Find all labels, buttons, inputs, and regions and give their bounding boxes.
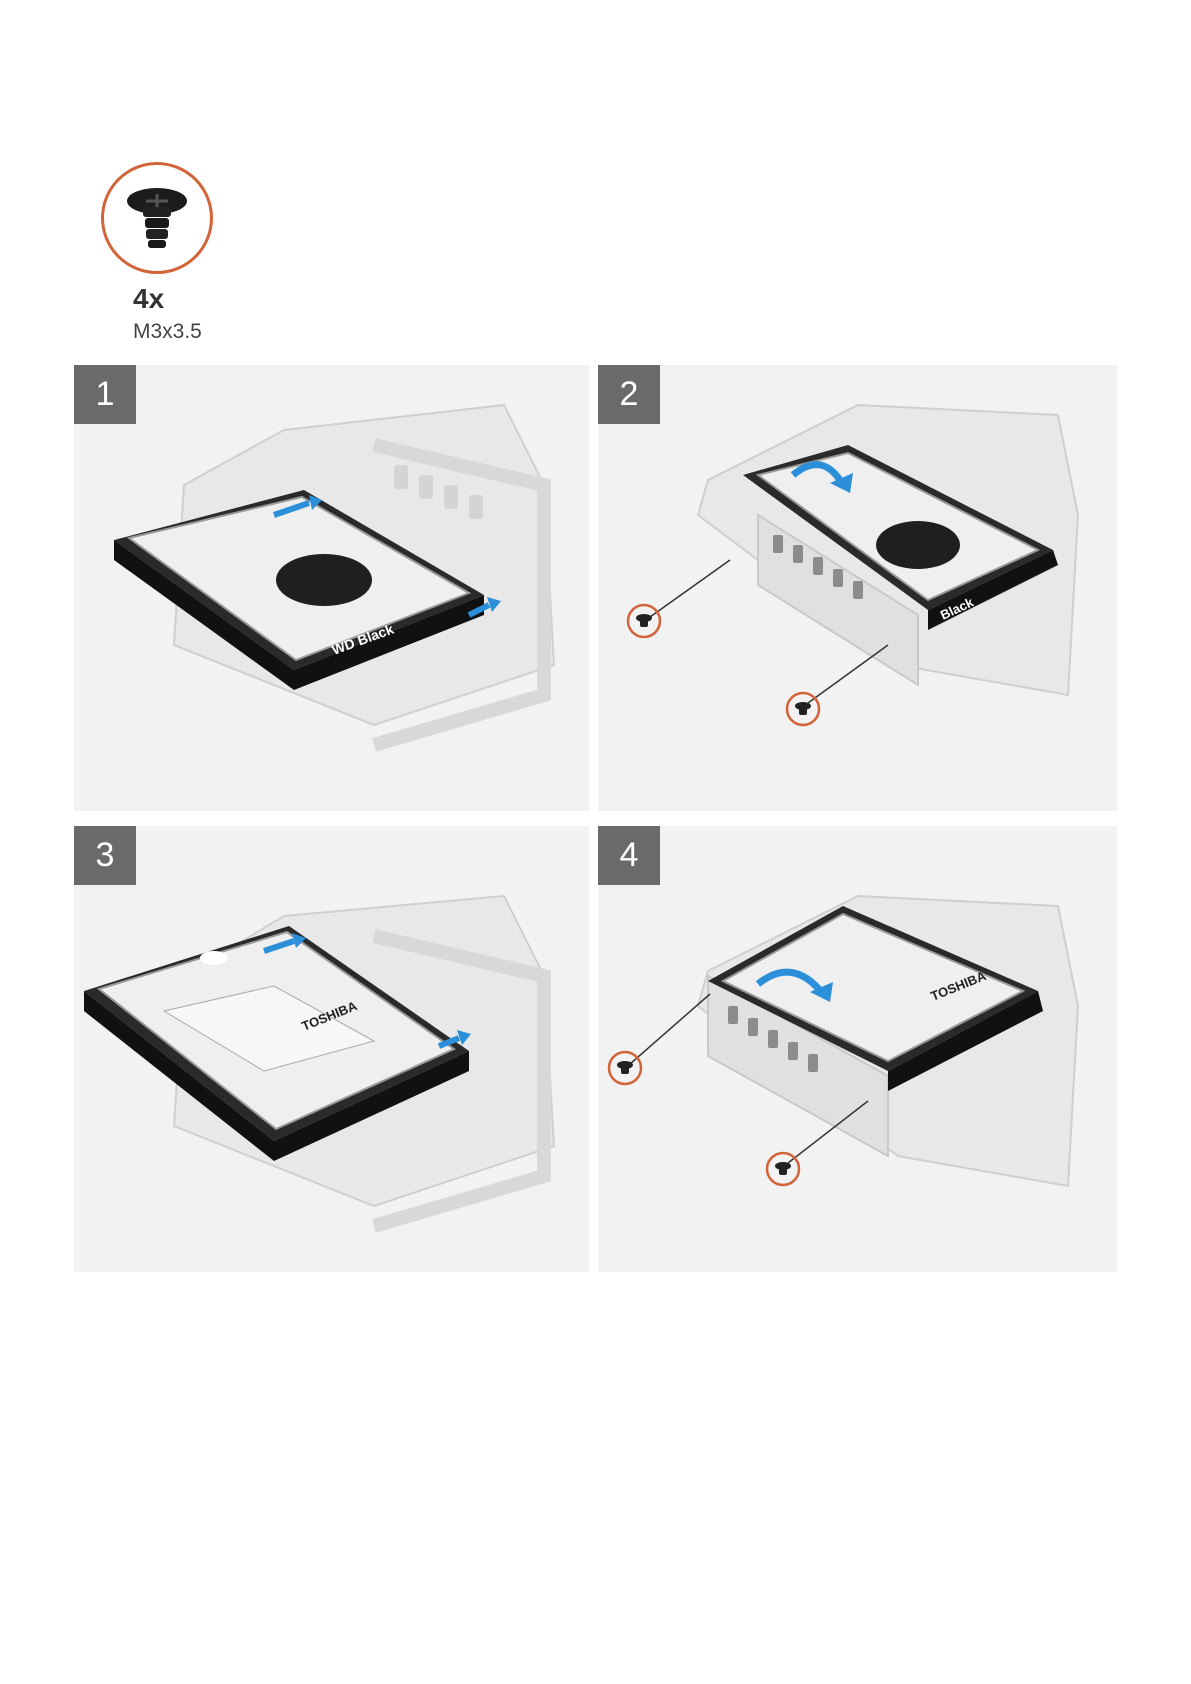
screw-icon — [767, 1153, 799, 1185]
step-number: 4 — [598, 826, 660, 885]
screw-quantity: 4x — [133, 283, 164, 315]
screw-icon — [609, 1052, 641, 1084]
screw-size: M3x3.5 — [133, 320, 202, 344]
drive-into-bracket-illustration: WD Black — [74, 365, 589, 811]
secure-second-drive-screws-illustration: TOSHIBA — [598, 826, 1117, 1272]
step-number: 3 — [74, 826, 136, 885]
second-drive-into-bracket-illustration: TOSHIBA — [74, 826, 589, 1272]
step-number: 1 — [74, 365, 136, 424]
secure-drive-screws-illustration: Black — [598, 365, 1117, 811]
screw-icon — [787, 693, 819, 725]
step-3-panel: TOSHIBA 3 — [74, 826, 589, 1272]
screw-icon — [101, 162, 213, 274]
step-number: 2 — [598, 365, 660, 424]
step-1-panel: WD Black 1 — [74, 365, 589, 811]
step-4-panel: TOSHIBA 4 — [598, 826, 1117, 1272]
step-2-panel: Black 2 — [598, 365, 1117, 811]
screw-icon — [628, 605, 660, 637]
